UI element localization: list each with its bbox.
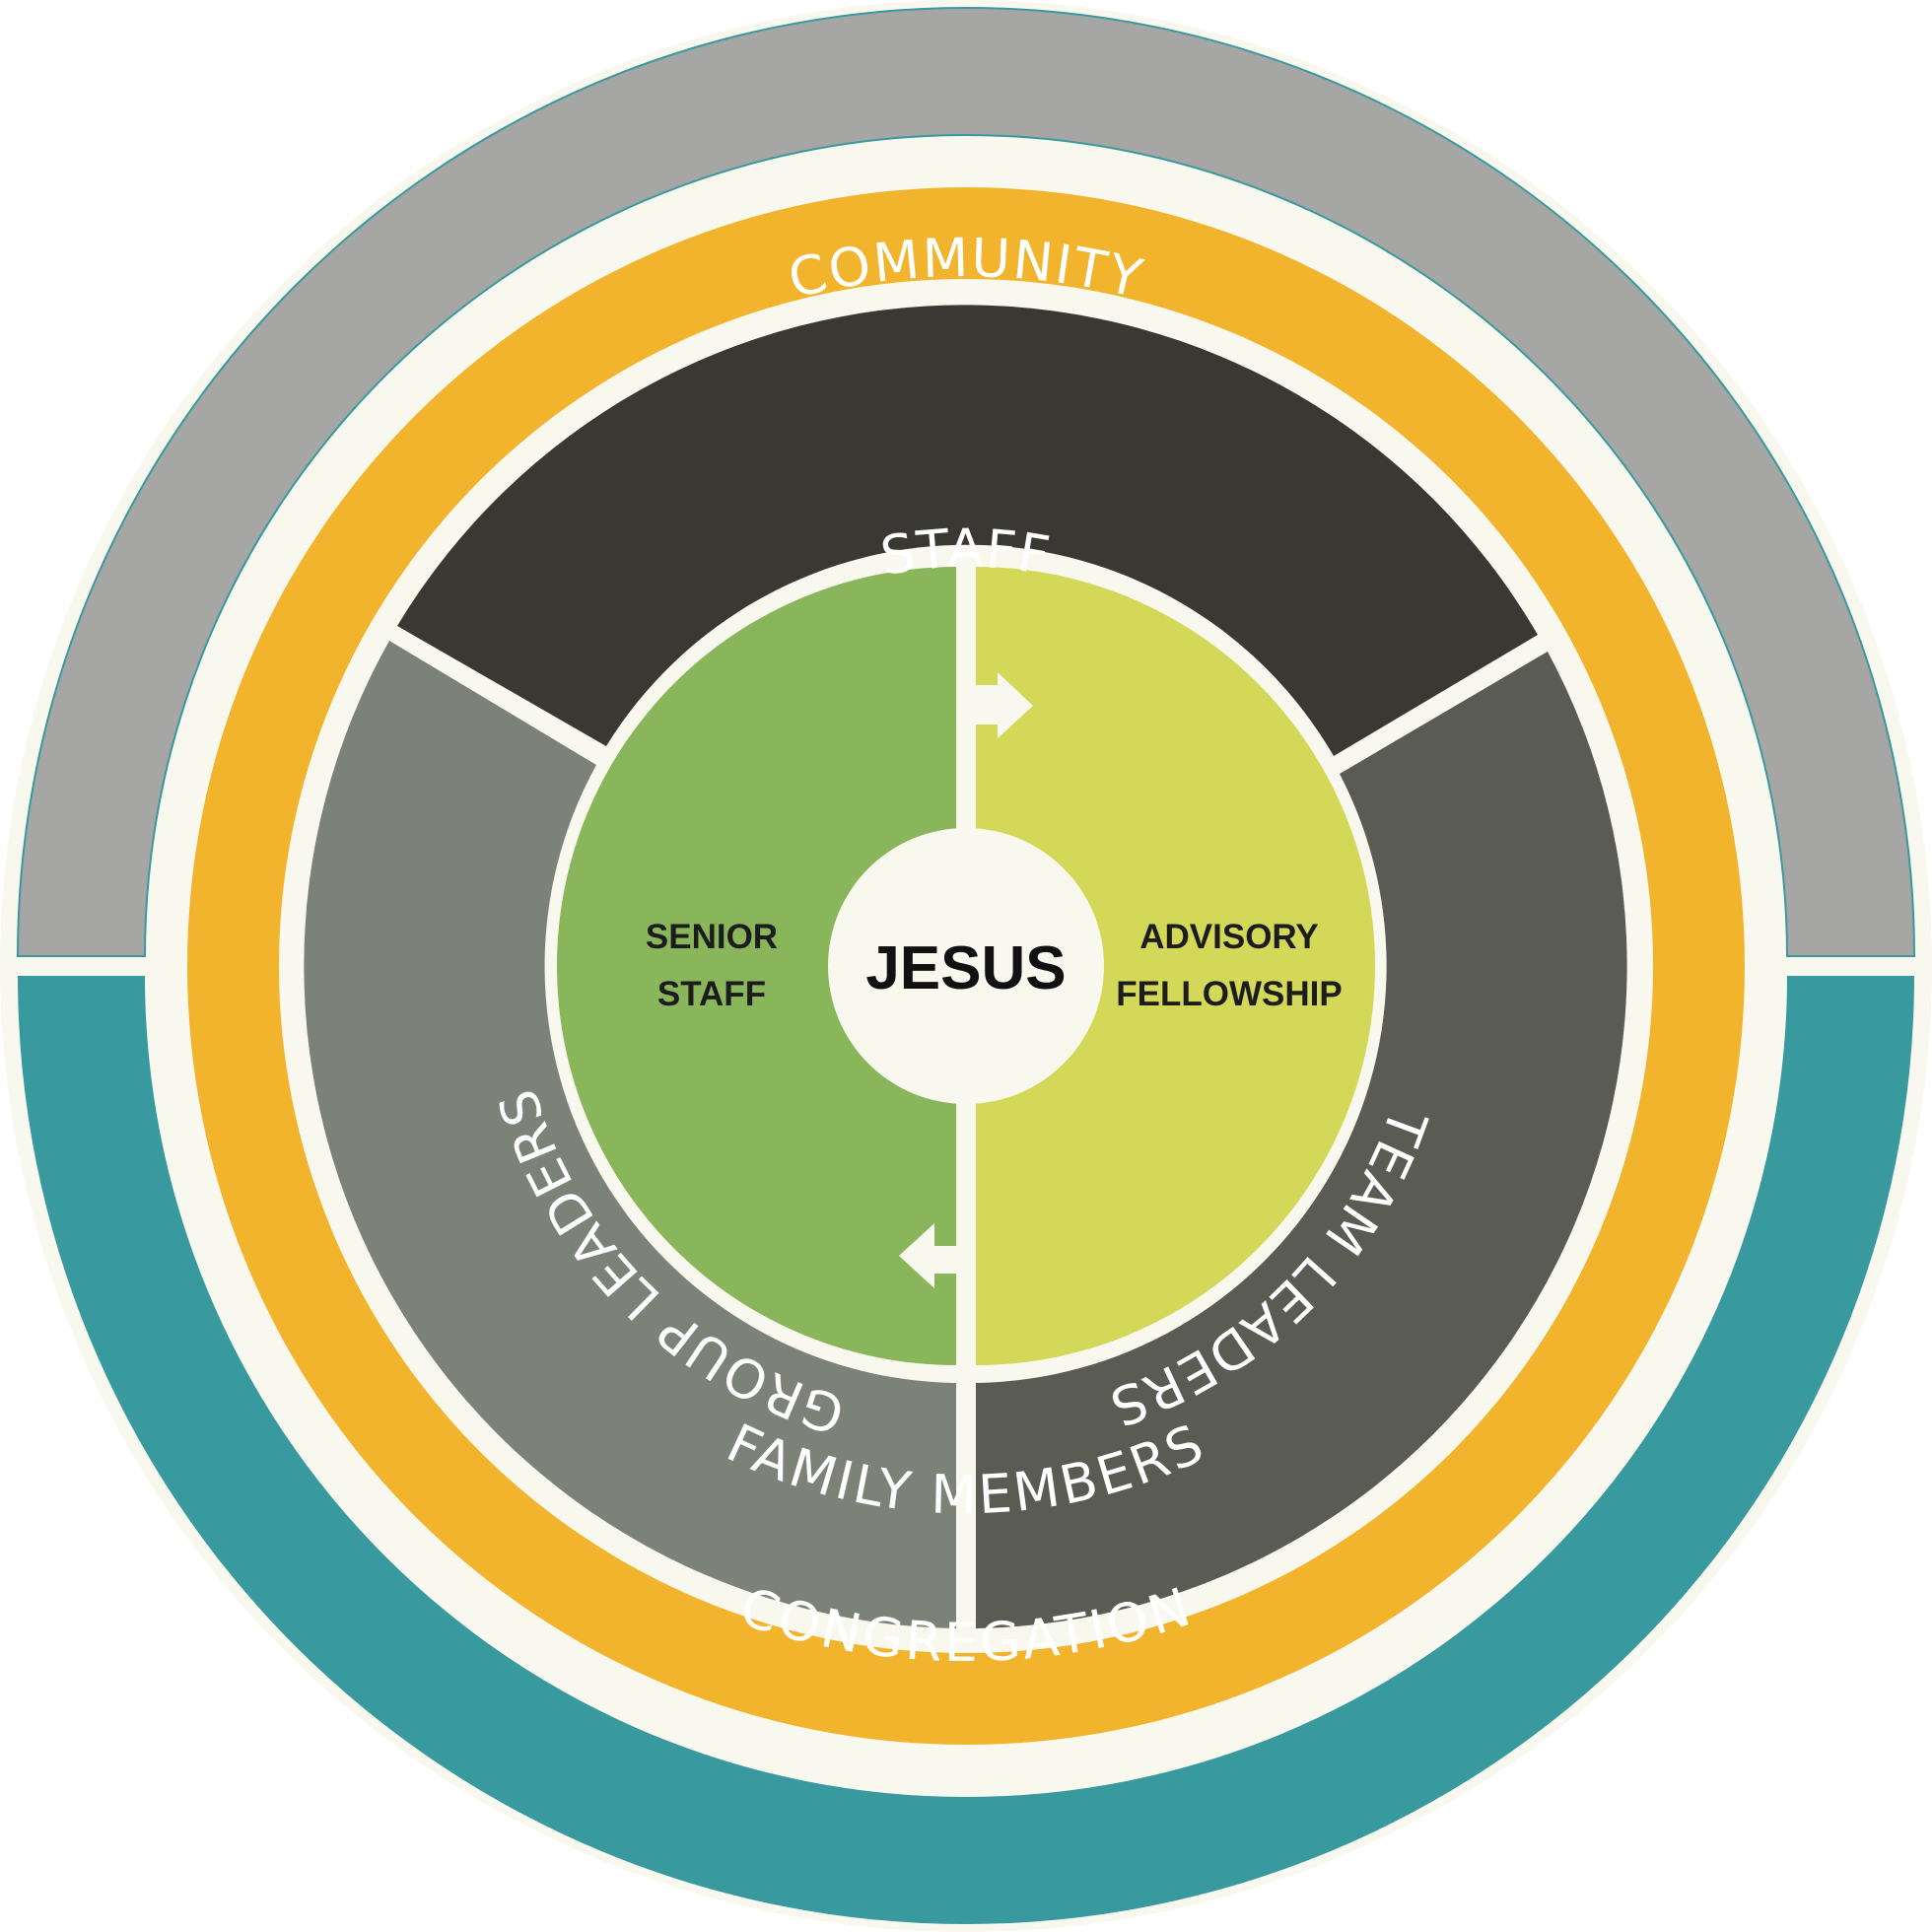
center-circle: [828, 828, 1104, 1104]
community-ring: [16, 7, 1916, 957]
senior-staff-label-line1: SENIOR: [646, 918, 778, 956]
staff-label: STAFF: [876, 518, 1056, 587]
team-leaders-segment: [976, 652, 1627, 1628]
arrow-left-icon: [899, 1223, 956, 1288]
center-label: JESUS: [865, 934, 1066, 1002]
advisory-label-line1: ADVISORY: [1139, 918, 1319, 956]
group-leaders-segment: [304, 641, 957, 1628]
advisory-fellowship-section: [976, 567, 1375, 1365]
staff-segment: [397, 305, 1538, 756]
senior-staff-section: [557, 567, 956, 1365]
advisory-label-line2: FELLOWSHIP: [1116, 975, 1342, 1013]
senior-staff-label-line2: STAFF: [657, 975, 766, 1013]
arrow-right-icon: [976, 672, 1033, 738]
congregation-ring: [18, 976, 1914, 1924]
